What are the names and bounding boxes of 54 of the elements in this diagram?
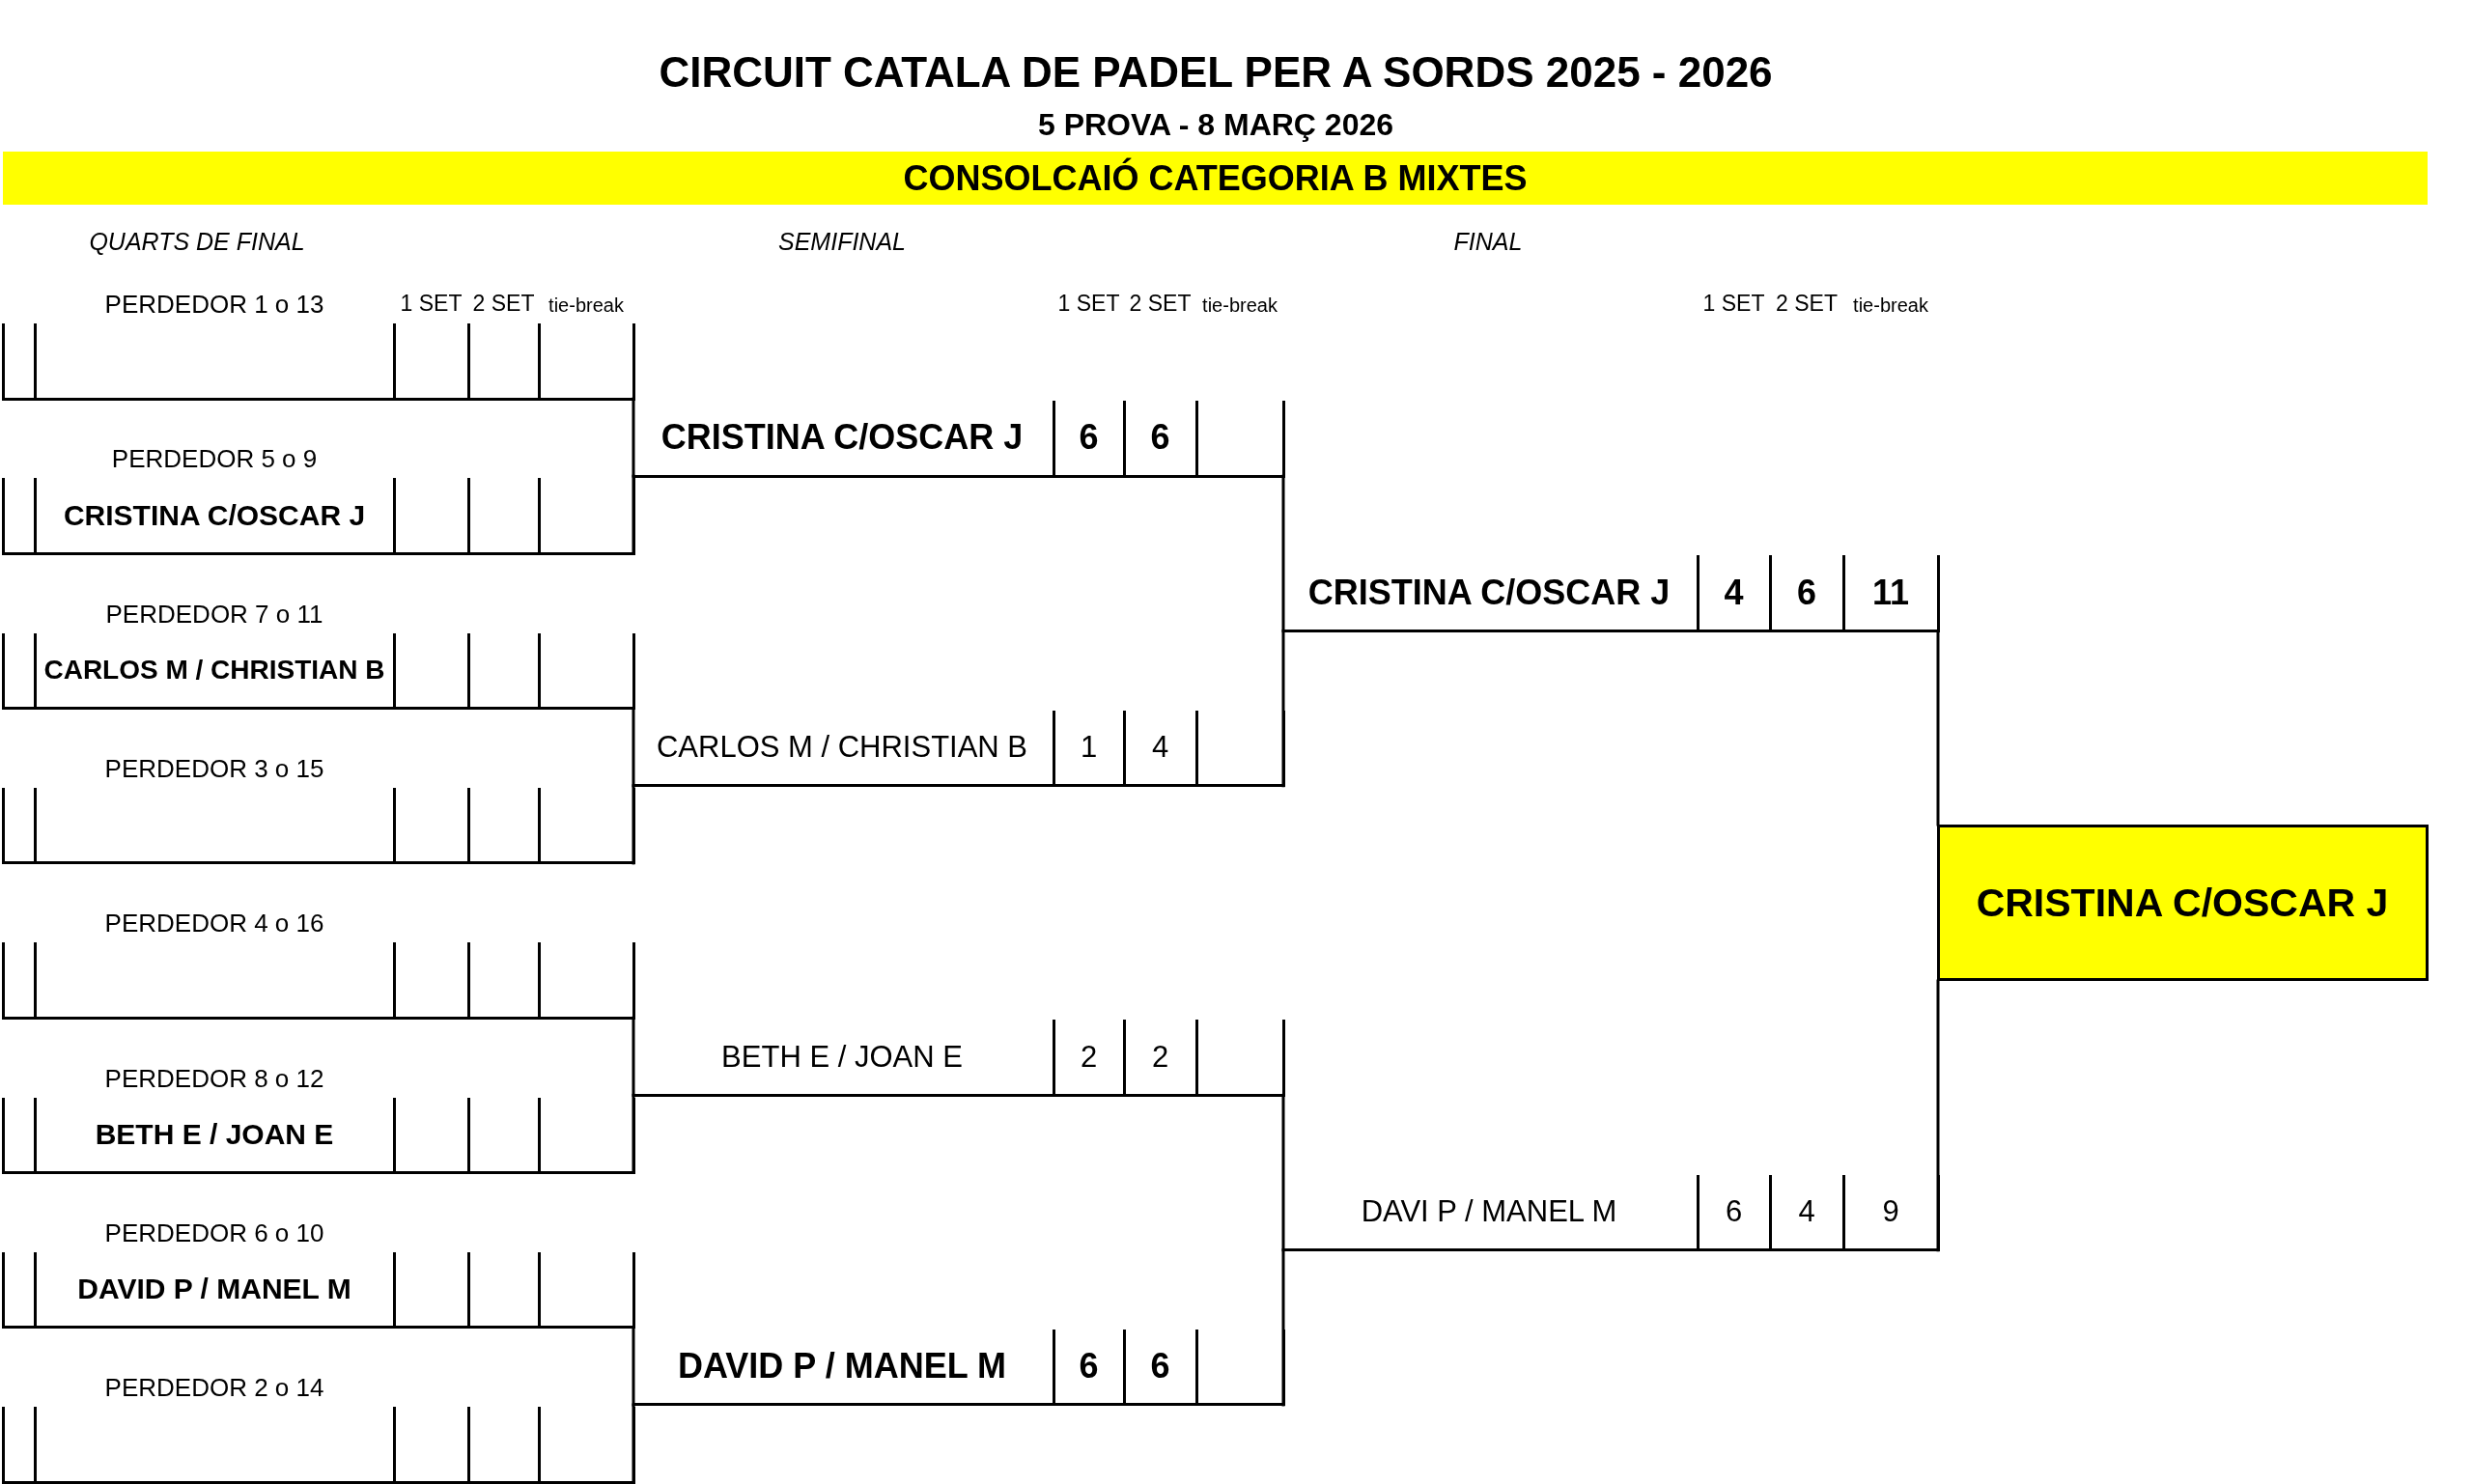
score-field: 9 (1841, 1174, 1940, 1249)
team-name-field: DAVI P / MANEL M (1281, 1174, 1697, 1249)
bracket-slot (632, 710, 1285, 788)
team-name-field: CARLOS M / CHRISTIAN B (33, 632, 393, 708)
column-heading: 1 SET (400, 290, 463, 317)
team-name-field: CRISTINA C/OSCAR J (33, 478, 393, 552)
slot-caption: PERDEDOR 6 o 10 (104, 1217, 324, 1248)
score-field: 6 (1768, 555, 1842, 630)
column-heading: 2 SET (1776, 290, 1838, 317)
slot-caption: PERDEDOR 8 o 12 (104, 1062, 324, 1094)
round-heading: SEMIFINAL (778, 227, 906, 256)
score-field: 4 (1122, 710, 1195, 785)
column-heading: tie-break (1853, 294, 1928, 317)
bracket-slot (632, 1329, 1285, 1407)
score-field: 6 (1052, 401, 1123, 475)
team-name-field: CRISTINA C/OSCAR J (632, 401, 1053, 475)
slot-caption: PERDEDOR 4 o 16 (104, 908, 324, 939)
slot-caption: PERDEDOR 1 o 13 (104, 289, 324, 320)
score-field: 2 (1122, 1020, 1195, 1094)
column-heading: tie-break (548, 294, 624, 317)
team-name-field: CARLOS M / CHRISTIAN B (632, 710, 1053, 785)
score-field: 4 (1696, 555, 1769, 630)
team-name-field: DAVID P / MANEL M (632, 1329, 1053, 1404)
slot-caption: PERDEDOR 2 o 14 (104, 1372, 324, 1404)
team-name-field: DAVID P / MANEL M (33, 1251, 393, 1327)
round-heading: FINAL (1453, 227, 1523, 256)
bracket-slot (1281, 555, 1940, 632)
round-heading: QUARTS DE FINAL (89, 227, 305, 256)
score-field: 1 (1052, 710, 1123, 785)
title: CIRCUIT CATALA DE PADEL PER A SORDS 2025 - 2026 (659, 47, 1773, 98)
score-field: 6 (1122, 401, 1195, 475)
score-field: 2 (1052, 1020, 1123, 1094)
score-field: 4 (1768, 1174, 1842, 1249)
category-banner: CONSOLCAIÓ CATEGORIA B MIXTES (3, 152, 2428, 205)
bracket-slot (632, 401, 1285, 478)
score-field: 6 (1696, 1174, 1769, 1249)
team-name-field: BETH E / JOAN E (632, 1020, 1053, 1094)
score-field: 6 (1052, 1329, 1123, 1404)
score-field: 6 (1122, 1329, 1195, 1404)
column-heading: 2 SET (472, 290, 535, 317)
score-field: 11 (1841, 555, 1940, 630)
column-heading: 1 SET (1057, 290, 1120, 317)
team-name-field: BETH E / JOAN E (33, 1097, 393, 1171)
column-heading: 2 SET (1129, 290, 1192, 317)
column-heading: tie-break (1202, 294, 1278, 317)
bracket-slot (632, 1020, 1285, 1097)
column-heading: 1 SET (1702, 290, 1765, 317)
subtitle: 5 PROVA - 8 MARÇ 2026 (1037, 106, 1394, 143)
slot-caption: PERDEDOR 3 o 15 (104, 752, 324, 784)
slot-caption: PERDEDOR 5 o 9 (111, 443, 318, 475)
bracket-slot (1281, 1174, 1940, 1252)
slot-caption: PERDEDOR 7 o 11 (105, 598, 323, 630)
team-name-field: CRISTINA C/OSCAR J (1281, 555, 1697, 630)
winner-panel: CRISTINA C/OSCAR J (1936, 825, 2429, 981)
